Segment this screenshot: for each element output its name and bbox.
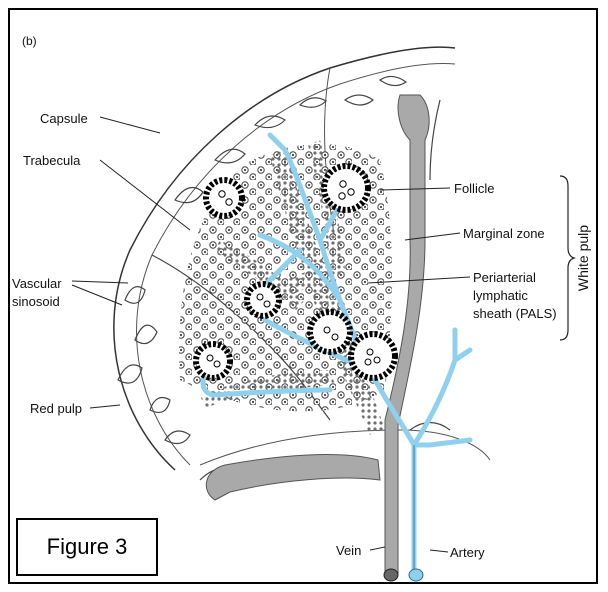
follicle-label: Follicle: [454, 181, 494, 196]
vascular-sinosoid-label: Vascular: [12, 276, 62, 291]
artery-end: [409, 569, 423, 581]
figure-caption-box: Figure 3: [16, 518, 158, 576]
follicle: [206, 180, 242, 216]
follicle: [247, 284, 279, 316]
marginal-zone-label: Marginal zone: [463, 226, 545, 241]
white-pulp-brace: [560, 176, 574, 340]
vein-label: Vein: [336, 543, 361, 558]
pals-label: Periarterial: [473, 270, 536, 285]
red-pulp-label: Red pulp: [30, 401, 82, 416]
capsule-label: Capsule: [40, 111, 88, 126]
follicle: [351, 334, 395, 378]
follicle: [310, 312, 350, 352]
figure-caption: Figure 3: [47, 534, 128, 560]
artery-label: Artery: [450, 545, 485, 560]
vascular-sinosoid-label: sinosoid: [12, 294, 60, 309]
white-pulp-label: White pulp: [575, 225, 591, 291]
follicle: [196, 344, 230, 378]
pals-label: sheath (PALS): [473, 306, 557, 321]
pals-label: lymphatic: [473, 288, 528, 303]
panel-label: (b): [22, 34, 37, 48]
vein-end: [384, 569, 398, 581]
follicle: [324, 166, 368, 210]
trabecula-label: Trabecula: [23, 153, 81, 168]
